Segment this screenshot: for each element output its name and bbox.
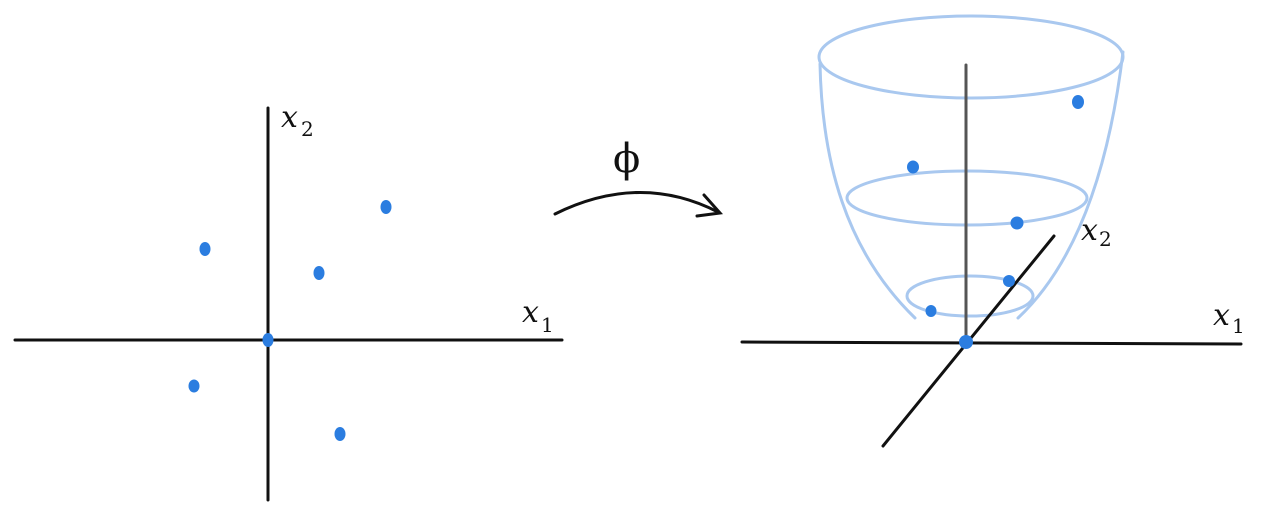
data-point	[199, 242, 211, 256]
curved-arrow-icon	[553, 191, 720, 216]
right-points	[907, 95, 1084, 349]
right-x-axis-subscript: 1	[1232, 314, 1245, 338]
right-x-axis-label: x	[1213, 298, 1230, 333]
left-x-axis-label: x	[522, 295, 539, 330]
bowl-left-side	[818, 62, 917, 320]
right-plot: x 2 x 1	[740, 14, 1245, 448]
left-plot: x 2 x 1	[13, 100, 564, 502]
left-x-axis-subscript: 1	[541, 313, 554, 337]
data-point	[262, 333, 274, 347]
data-point	[959, 335, 973, 349]
left-y-axis-label: x	[281, 100, 298, 135]
data-point	[907, 160, 919, 174]
right-depth-axis-subscript: 2	[1099, 227, 1112, 251]
data-point	[380, 200, 392, 214]
map-symbol: ϕ	[613, 136, 640, 182]
paraboloid-surface	[817, 14, 1125, 320]
data-point	[1010, 216, 1024, 230]
bowl-low-contour	[905, 274, 1035, 318]
data-point	[1072, 95, 1084, 109]
bowl-rim	[817, 14, 1125, 100]
mapping-arrow: ϕ	[553, 136, 724, 218]
data-point	[188, 379, 200, 393]
arrow-head-icon	[695, 193, 724, 218]
data-point	[1003, 275, 1015, 287]
left-points	[188, 200, 392, 441]
left-y-axis-subscript: 2	[301, 117, 314, 141]
bowl-right-side	[1016, 50, 1125, 320]
right-x-axis	[740, 340, 1243, 346]
data-point	[313, 266, 325, 280]
right-depth-axis-label: x	[1081, 213, 1098, 248]
data-point	[925, 305, 937, 317]
data-point	[334, 427, 346, 441]
